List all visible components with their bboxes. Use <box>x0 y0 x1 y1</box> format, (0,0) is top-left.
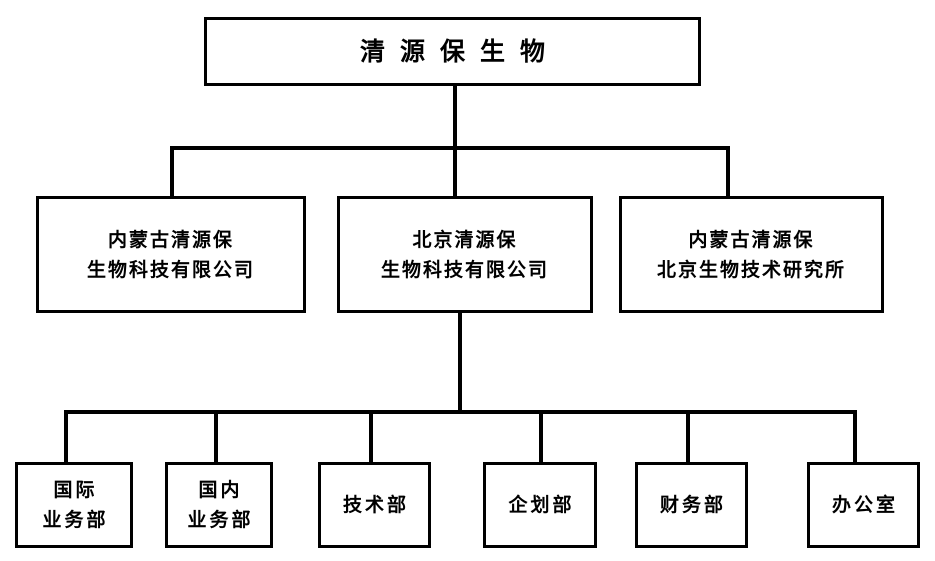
org-root-box: 清源保生物 <box>204 17 701 86</box>
company-name-line-2: 生物科技有限公司 <box>380 258 549 281</box>
department-name-line-2: 业务部 <box>42 509 109 531</box>
department-name: 技术部 <box>342 494 409 516</box>
department-name: 企划部 <box>508 494 575 516</box>
company-name-line-1: 内蒙古清源保 <box>688 228 815 251</box>
department-name: 办公室 <box>831 494 898 516</box>
department-name-line-1: 国内 <box>198 479 243 501</box>
company-name-line-2: 生物科技有限公司 <box>86 258 255 281</box>
org-root-label: 清源保生物 <box>359 36 560 66</box>
department-box-technology: 技术部 <box>318 462 431 548</box>
company-box-beijing: 北京清源保 生物科技有限公司 <box>337 196 593 313</box>
company-name-line-2: 北京生物技术研究所 <box>656 258 846 281</box>
department-box-international-business: 国际 业务部 <box>15 462 133 548</box>
department-box-planning: 企划部 <box>483 462 597 548</box>
department-name-line-2: 业务部 <box>187 509 254 531</box>
company-box-research-institute: 内蒙古清源保 北京生物技术研究所 <box>619 196 884 313</box>
company-name-line-1: 北京清源保 <box>412 228 518 251</box>
department-name: 财务部 <box>659 494 726 516</box>
department-name-line-1: 国际 <box>53 479 98 501</box>
company-name-line-1: 内蒙古清源保 <box>107 228 234 251</box>
department-box-finance: 财务部 <box>635 462 748 548</box>
department-box-office: 办公室 <box>807 462 920 548</box>
department-box-domestic-business: 国内 业务部 <box>165 462 273 548</box>
company-box-inner-mongolia: 内蒙古清源保 生物科技有限公司 <box>36 196 306 313</box>
